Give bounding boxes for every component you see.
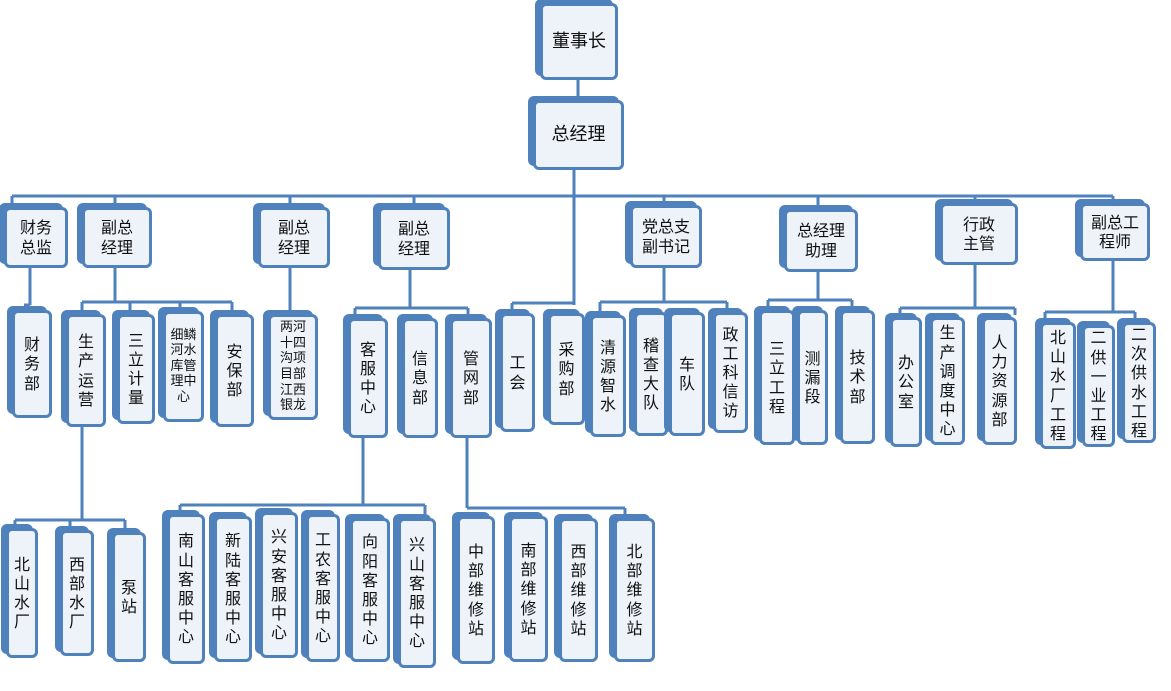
- org-node-label: 董事长: [552, 30, 606, 52]
- org-node-label: 二次供水工程: [1130, 324, 1147, 440]
- org-node-label: 兴安客服中心: [270, 527, 287, 643]
- org-node-label: 二供一业工程: [1090, 328, 1107, 444]
- org-node: 北山水厂工程: [1040, 322, 1076, 449]
- org-node: 西部水厂: [60, 530, 94, 656]
- org-node-label: 副总经理: [397, 219, 430, 258]
- org-node-label: 工会: [509, 353, 526, 392]
- org-node-label: 生产运营: [77, 332, 94, 409]
- org-node-label: 细鳞河水库管理中心: [170, 327, 197, 405]
- org-node: 向阳客服中心: [350, 518, 390, 662]
- org-node-label: 中部维修站: [467, 542, 484, 638]
- org-node: 安保部: [215, 314, 254, 427]
- org-node-label: 三立工程: [768, 339, 785, 416]
- org-node-label: 清源智水: [599, 337, 616, 415]
- org-node: 北部维修站: [614, 518, 655, 662]
- org-node: 三立计量: [117, 314, 155, 424]
- org-node: 总经理助理: [784, 209, 858, 272]
- org-node-label: 北山水厂工程: [1049, 327, 1066, 443]
- org-node-label: 车队: [678, 354, 695, 393]
- org-node: 生产运营: [66, 314, 106, 427]
- org-node-label: 管网部: [462, 349, 479, 407]
- org-node-label: 办公室: [897, 353, 914, 411]
- org-node-label: 生产调度中心: [939, 323, 956, 439]
- org-node-label: 总经理助理: [796, 221, 845, 260]
- org-node: 董事长: [540, 3, 618, 80]
- org-node-label: 人力资源部: [991, 333, 1008, 429]
- org-node: 办公室: [890, 317, 922, 447]
- org-node-label: 安保部: [226, 341, 243, 400]
- org-node: 车队: [669, 312, 705, 436]
- org-node: 采购部: [548, 313, 585, 425]
- org-node-label: 兴山客服中心: [408, 535, 425, 651]
- org-node: 细鳞河水库管理中心: [163, 311, 204, 422]
- org-node: 管网部: [450, 318, 492, 438]
- org-node: 副总经理: [258, 207, 330, 268]
- org-node: 生产调度中心: [930, 317, 965, 445]
- org-node: 兴安客服中心: [260, 512, 298, 658]
- org-node: 副总经理: [82, 207, 152, 268]
- org-node: 南部维修站: [509, 516, 548, 662]
- org-node: 稽查大队: [634, 312, 668, 436]
- org-node: 兴山客服中心: [398, 518, 436, 668]
- org-node: 二供一业工程: [1082, 325, 1115, 447]
- org-node: 新陆客服中心: [214, 516, 252, 662]
- org-node-label: 财务总监: [19, 218, 52, 257]
- org-node-label: 信息部: [411, 349, 428, 407]
- org-node: 人力资源部: [982, 317, 1017, 445]
- org-node: 党总支副书记: [630, 205, 702, 268]
- org-node: 二次供水工程: [1122, 322, 1156, 443]
- org-node-label: 副总工程师: [1090, 212, 1139, 251]
- org-node-label: 三立计量: [127, 330, 144, 408]
- org-node-label: 副总经理: [100, 218, 133, 257]
- org-node-label: 客服中心: [359, 339, 376, 417]
- org-node: 工会: [500, 313, 535, 432]
- org-node: 三立工程: [759, 310, 795, 445]
- org-node-label: 技术部: [849, 348, 866, 406]
- org-node-label: 总经理: [551, 124, 606, 146]
- org-node: 客服中心: [348, 318, 388, 438]
- org-node-label: 政工科信访: [722, 324, 739, 421]
- org-node-label: 南山客服中心: [177, 531, 194, 647]
- org-node: 测漏段: [797, 310, 828, 445]
- org-node-label: 测漏段: [804, 348, 821, 407]
- org-node: 政工科信访: [713, 312, 748, 433]
- org-node: 北山水厂: [6, 528, 38, 658]
- org-node-label: 向阳客服中心: [361, 532, 378, 648]
- org-node: 副总经理: [378, 207, 450, 270]
- org-node-label: 财务部: [23, 335, 40, 393]
- org-node: 财务总监: [4, 207, 68, 268]
- org-node-label: 副总经理: [277, 218, 310, 257]
- org-node-label: 西部维修站: [570, 542, 587, 638]
- org-node-label: 工农客服中心: [314, 530, 331, 646]
- org-node: 清源智水: [590, 315, 626, 437]
- org-node-label: 北山水厂: [13, 554, 30, 632]
- org-node-label: 采购部: [558, 340, 575, 398]
- org-node-label: 新陆客服中心: [224, 531, 241, 647]
- org-node: 技术部: [840, 310, 875, 444]
- org-node-label: 泵站: [120, 577, 137, 616]
- org-node: 总经理: [533, 100, 624, 170]
- org-node: 行政主管: [940, 203, 1018, 265]
- org-node: 财务部: [12, 310, 52, 418]
- org-node-label: 北部维修站: [626, 542, 643, 638]
- org-node: 两河十四沟项目部江西银龙: [268, 314, 318, 420]
- org-node: 信息部: [402, 318, 438, 438]
- org-node: 南山客服中心: [167, 514, 205, 664]
- org-node: 西部维修站: [559, 518, 598, 662]
- org-node: 中部维修站: [457, 516, 495, 664]
- org-node-label: 南部维修站: [520, 541, 537, 637]
- org-node-label: 行政主管: [962, 214, 995, 253]
- org-node-label: 西部水厂: [68, 554, 85, 632]
- org-node-label: 稽查大队: [642, 335, 659, 413]
- org-node: 工农客服中心: [306, 514, 340, 662]
- org-node-label: 党总支副书记: [641, 217, 690, 256]
- org-node: 泵站: [112, 532, 146, 662]
- org-node-label: 两河十四沟项目部江西银龙: [279, 320, 306, 414]
- org-node: 副总工程师: [1080, 203, 1150, 261]
